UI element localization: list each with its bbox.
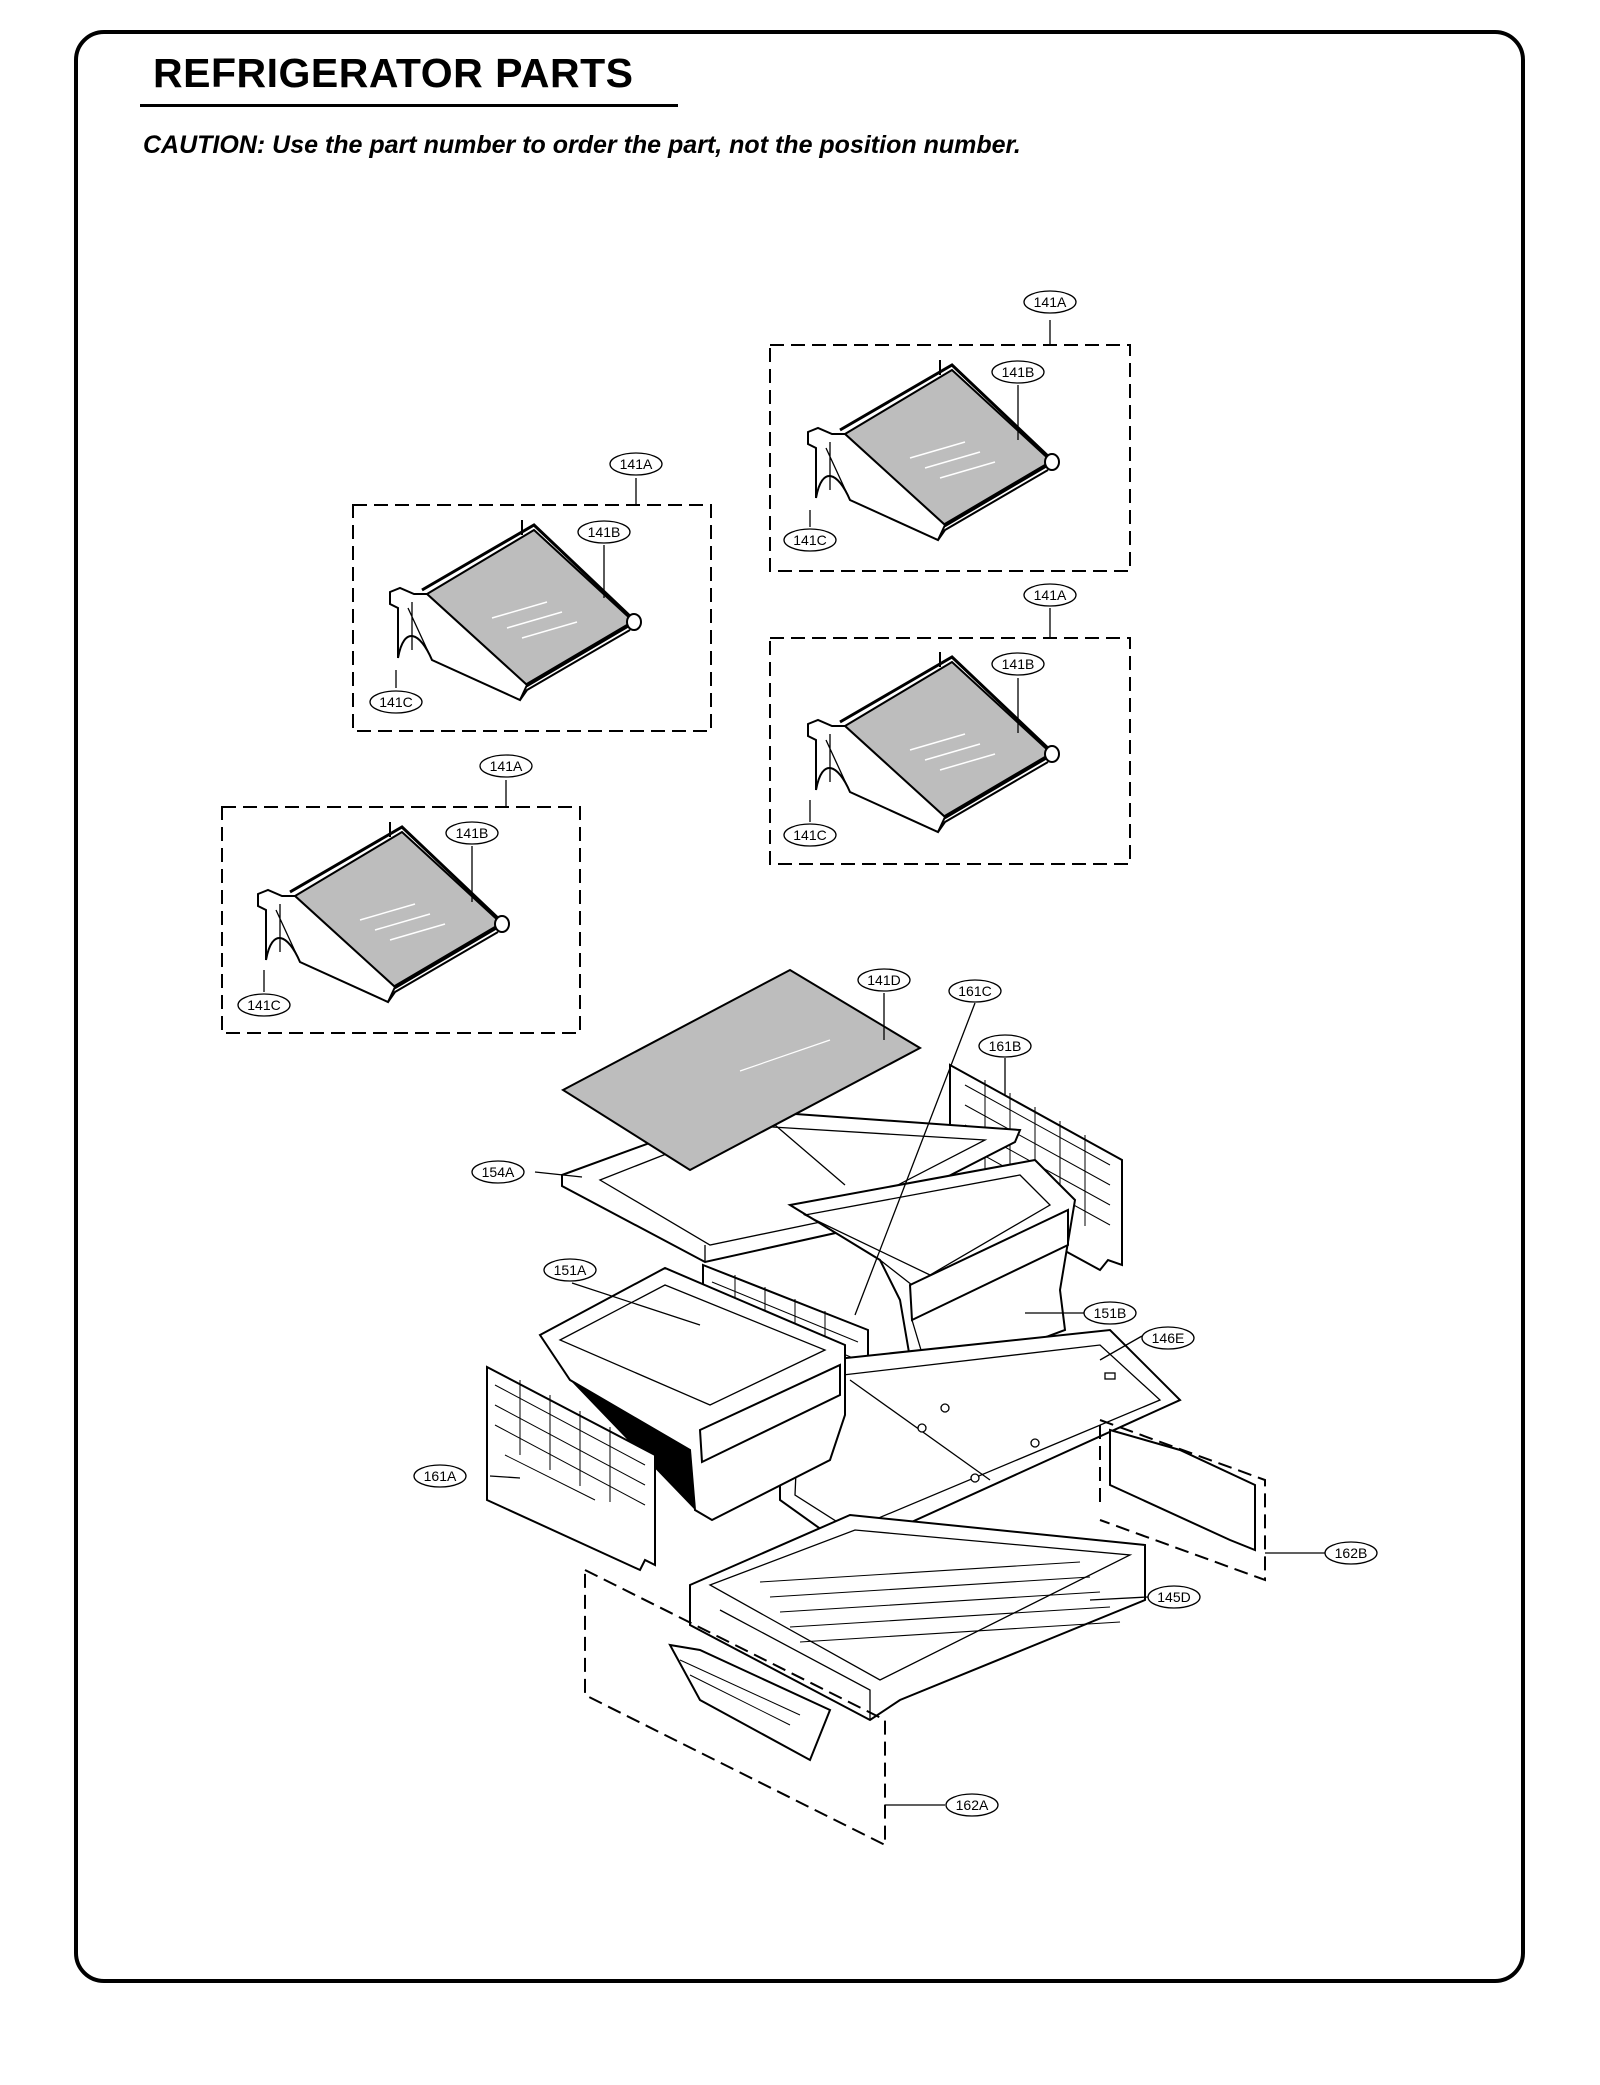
shelf-assembly-top-right: [769, 320, 1131, 572]
svg-text:162B: 162B: [1335, 1545, 1368, 1561]
svg-text:141D: 141D: [867, 972, 900, 988]
caution-note: CAUTION: Use the part number to order th…: [143, 131, 1021, 159]
svg-text:145D: 145D: [1157, 1589, 1190, 1605]
label-141c-lower-left: 141C: [237, 993, 291, 1017]
label-141a-middle-right: 141A: [1023, 583, 1077, 607]
label-141c-middle-right: 141C: [783, 823, 837, 847]
shelf-assembly-middle-left: [352, 478, 712, 732]
label-161a: 161A: [413, 1464, 467, 1488]
label-141c-top-right: 141C: [783, 528, 837, 552]
label-151b: 151B: [1083, 1301, 1137, 1325]
svg-text:141A: 141A: [620, 456, 653, 472]
svg-text:141B: 141B: [1002, 656, 1035, 672]
svg-text:141C: 141C: [247, 997, 280, 1013]
label-141a-top-right: 141A: [1023, 290, 1077, 314]
svg-text:161A: 161A: [424, 1468, 457, 1484]
svg-text:151B: 151B: [1094, 1305, 1127, 1321]
svg-text:141B: 141B: [456, 825, 489, 841]
label-162b: 162B: [1324, 1541, 1378, 1565]
label-151a: 151A: [543, 1258, 597, 1282]
svg-text:141A: 141A: [490, 758, 523, 774]
svg-text:141B: 141B: [588, 524, 621, 540]
label-141b-top-right: 141B: [991, 360, 1045, 384]
svg-text:141A: 141A: [1034, 587, 1067, 603]
shelf-assembly-middle-right: [769, 608, 1131, 865]
label-141a-middle-left: 141A: [609, 452, 663, 476]
label-141b-lower-left: 141B: [445, 821, 499, 845]
shelf-assembly-lower-left: [221, 780, 581, 1034]
svg-text:141C: 141C: [793, 532, 826, 548]
label-161c: 161C: [948, 979, 1002, 1003]
svg-text:162A: 162A: [956, 1797, 989, 1813]
svg-text:141A: 141A: [1034, 294, 1067, 310]
label-145d: 145D: [1147, 1585, 1201, 1609]
label-141c-middle-left: 141C: [369, 690, 423, 714]
label-141d: 141D: [857, 968, 911, 992]
svg-text:161C: 161C: [958, 983, 991, 999]
svg-text:161B: 161B: [989, 1038, 1022, 1054]
svg-text:146E: 146E: [1152, 1330, 1185, 1346]
leader-lines: [489, 993, 1325, 1806]
svg-text:154A: 154A: [482, 1164, 515, 1180]
label-141b-middle-right: 141B: [991, 652, 1045, 676]
label-154a: 154A: [471, 1160, 525, 1184]
label-141b-middle-left: 141B: [577, 520, 631, 544]
svg-text:141C: 141C: [379, 694, 412, 710]
crisper-pantry-assembly: [486, 968, 1266, 1847]
page-title: REFRIGERATOR PARTS: [153, 50, 634, 96]
label-141a-lower-left: 141A: [479, 754, 533, 778]
label-161b: 161B: [978, 1034, 1032, 1058]
svg-text:141B: 141B: [1002, 364, 1035, 380]
svg-text:141C: 141C: [793, 827, 826, 843]
title-underline: [140, 104, 678, 107]
page-frame: [74, 30, 1525, 1983]
svg-text:151A: 151A: [554, 1262, 587, 1278]
label-146e: 146E: [1141, 1326, 1195, 1350]
label-162a: 162A: [945, 1793, 999, 1817]
